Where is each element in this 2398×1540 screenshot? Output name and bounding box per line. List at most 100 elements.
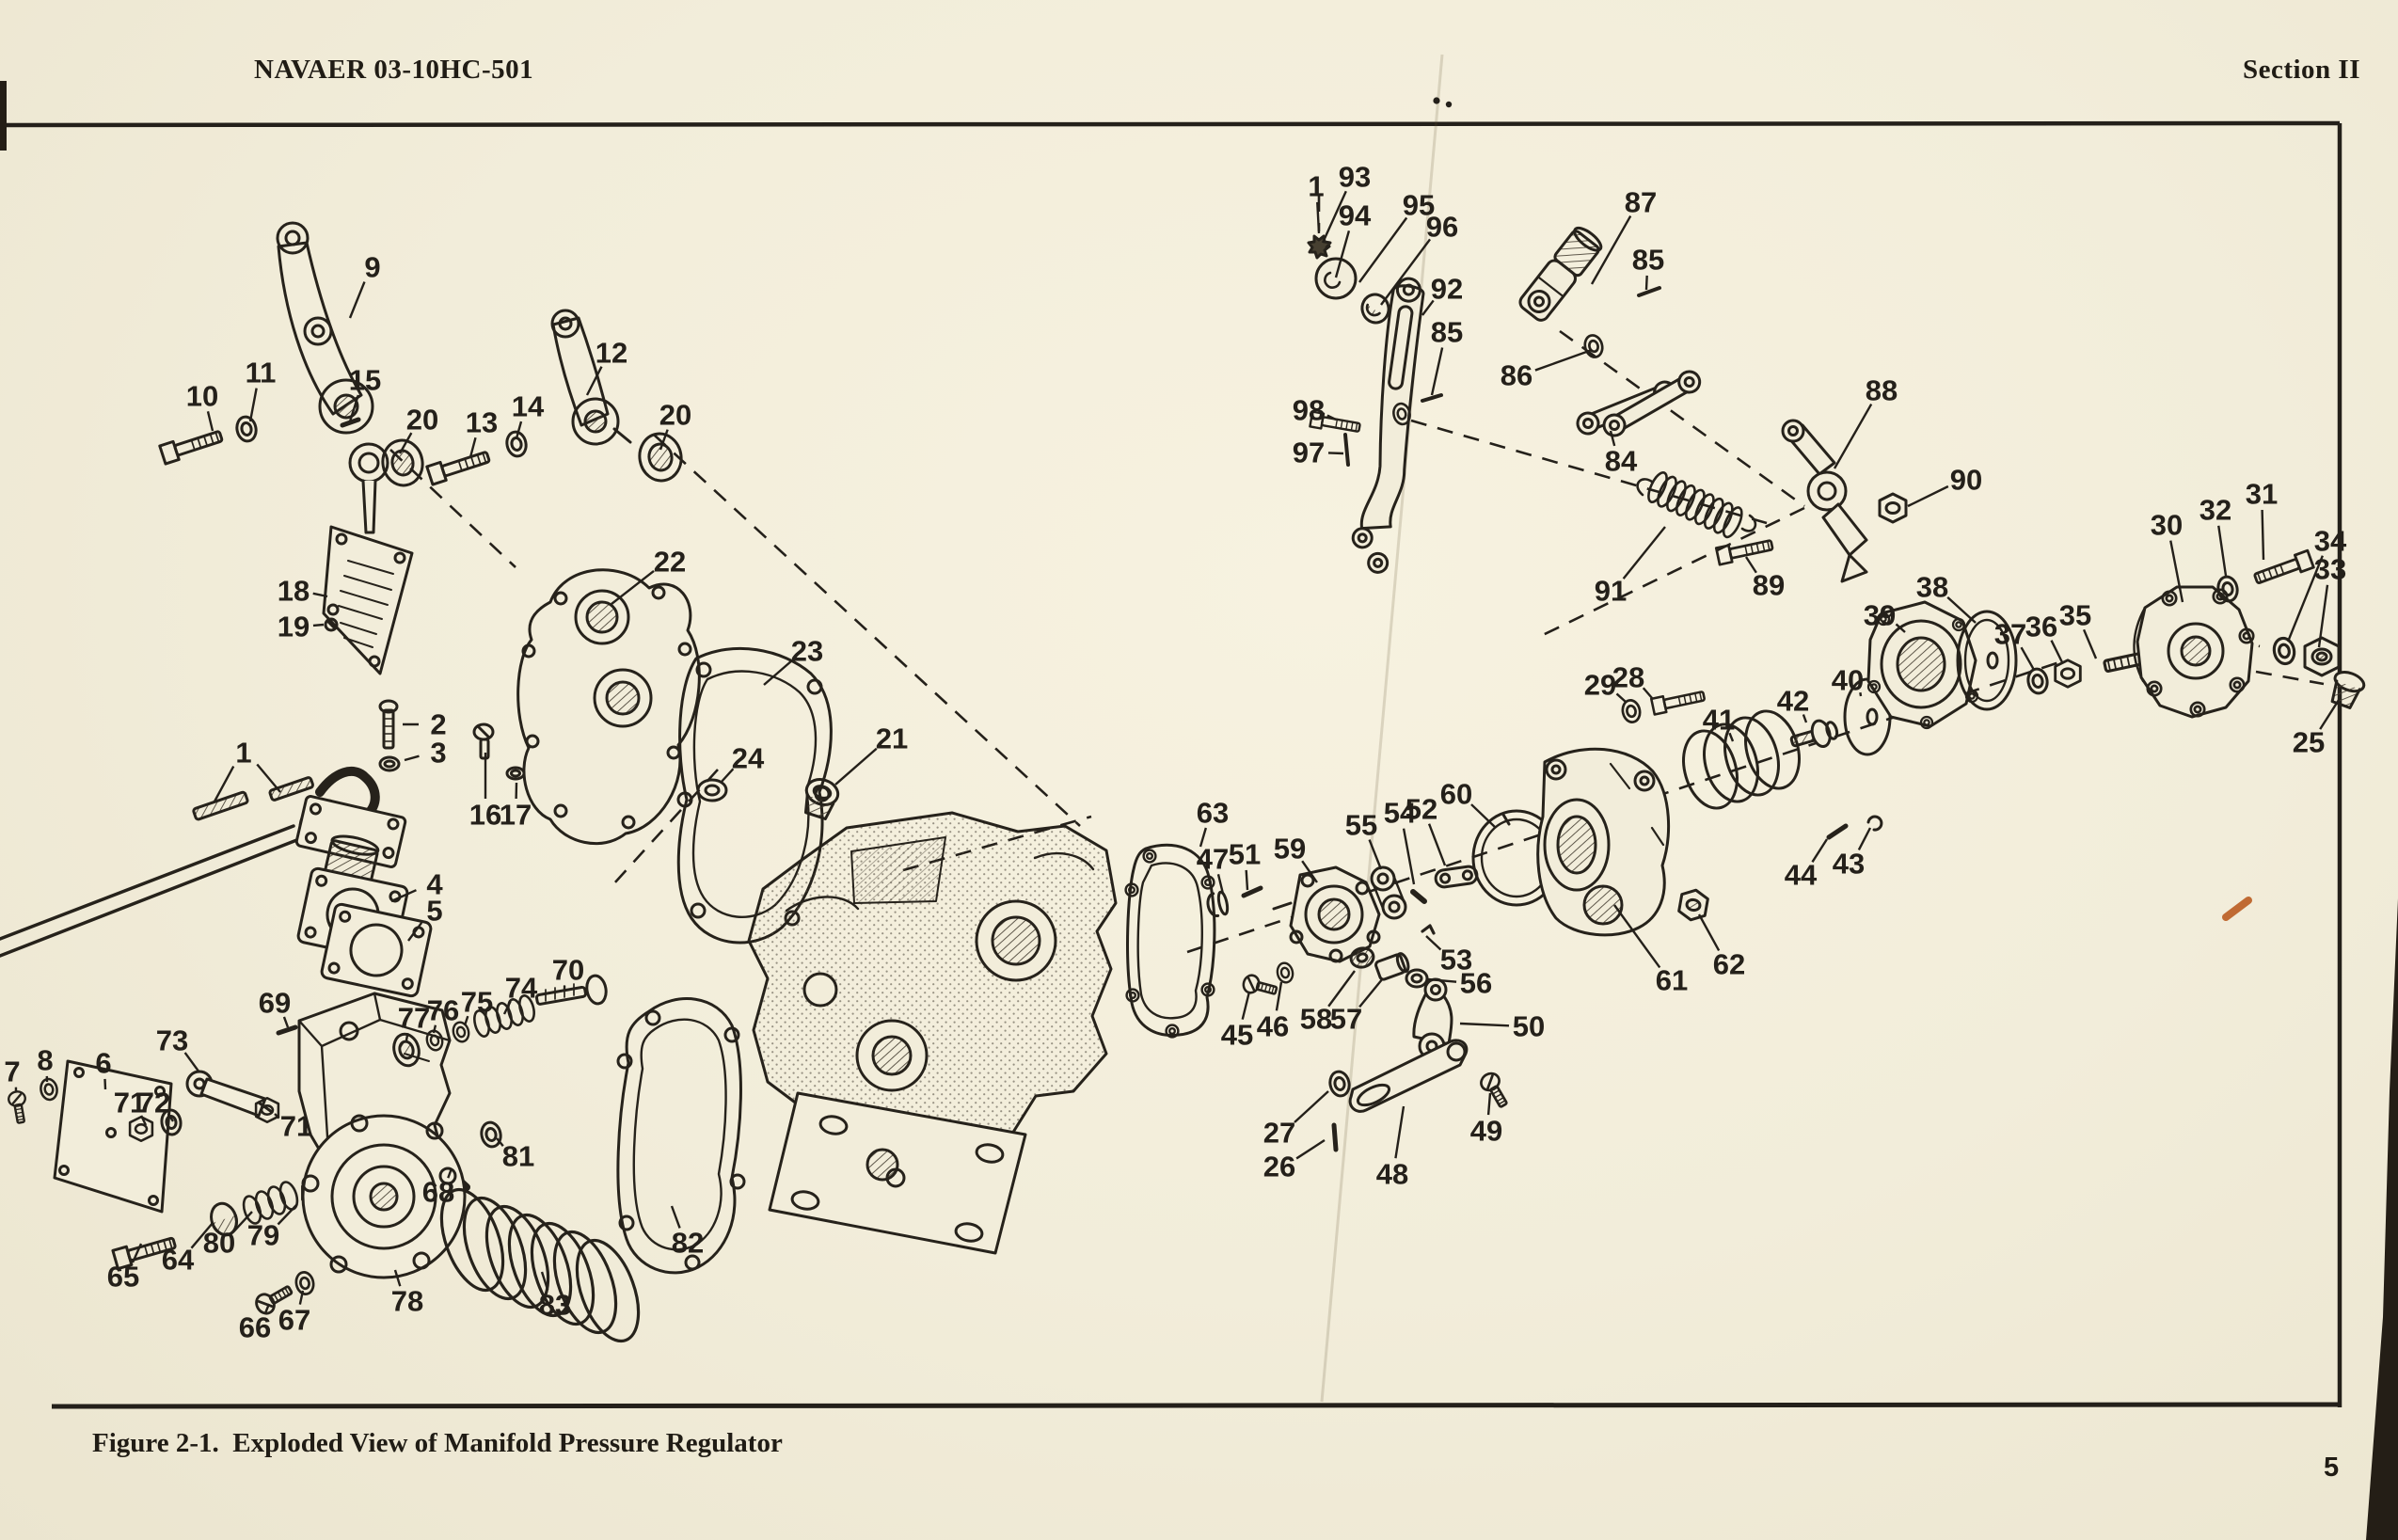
washer-29 <box>1619 697 1644 725</box>
bolt-89 <box>1714 535 1775 566</box>
leader-line <box>1613 904 1661 969</box>
callout-13: 13 <box>466 406 498 439</box>
pin-51 <box>1241 885 1263 898</box>
leader-line <box>213 766 235 802</box>
cover-22 <box>516 568 701 846</box>
callout-57: 57 <box>1330 1003 1362 1036</box>
callout-15: 15 <box>349 364 381 397</box>
leader-line <box>611 570 655 605</box>
leader-line <box>298 1290 305 1305</box>
leader-line <box>1427 977 1457 983</box>
leader-line <box>140 1115 148 1126</box>
pin-15 <box>340 417 361 428</box>
leader-line <box>1946 595 1977 624</box>
leader-line <box>1321 190 1347 244</box>
leader-line <box>834 747 878 786</box>
callout-84: 84 <box>1605 445 1638 478</box>
ink-speck-dots <box>1433 97 1453 108</box>
callout-77: 77 <box>398 1002 430 1035</box>
leader-line <box>1334 230 1351 278</box>
plug-25 <box>2330 671 2366 709</box>
callout-25: 25 <box>2293 726 2325 759</box>
callout-1: 1 <box>235 737 251 770</box>
leader-line <box>1380 238 1432 306</box>
leader-line <box>183 1052 200 1073</box>
leader-line <box>1402 828 1416 885</box>
spring-83 <box>439 1187 641 1343</box>
leader-line <box>1294 1090 1329 1123</box>
callout-79: 79 <box>247 1219 279 1252</box>
callout-80: 80 <box>203 1227 235 1260</box>
leader-line <box>1534 348 1593 372</box>
callout-50: 50 <box>1513 1010 1545 1043</box>
screw-45 <box>1240 972 1279 1001</box>
callout-1: 1 <box>1308 170 1324 203</box>
callout-51: 51 <box>1229 838 1261 871</box>
callout-36: 36 <box>2025 611 2057 643</box>
washer-81 <box>478 1119 504 1151</box>
leader-line <box>1833 403 1873 469</box>
leader-line <box>1275 981 1283 1011</box>
leader-line <box>720 768 735 784</box>
page-number: 5 <box>2324 1453 2340 1483</box>
pressure-housing-30 <box>2133 585 2255 719</box>
leader-line <box>1216 874 1225 895</box>
callout-24: 24 <box>732 742 765 775</box>
leader-line <box>1590 214 1632 285</box>
pin-85a <box>1421 393 1443 403</box>
callout-60: 60 <box>1440 778 1472 811</box>
leader-line <box>2169 540 2184 603</box>
leader-line <box>393 1269 402 1287</box>
callout-70: 70 <box>552 954 584 987</box>
leader-line <box>312 592 328 598</box>
grommet-24 <box>696 778 728 802</box>
spring-91 <box>1636 471 1757 539</box>
instruction-plate-18 <box>322 525 414 675</box>
leader-line <box>407 922 423 942</box>
callout-63: 63 <box>1197 797 1229 830</box>
nut-90 <box>1878 492 1908 524</box>
washer-11 <box>233 413 260 445</box>
callout-23: 23 <box>791 635 823 668</box>
star-washer-93 <box>1307 234 1332 260</box>
regulator-casting-body <box>747 811 1118 1255</box>
callout-75: 75 <box>461 986 493 1019</box>
callout-27: 27 <box>1263 1117 1295 1150</box>
plug-62 <box>1677 888 1709 922</box>
callout-29: 29 <box>1584 669 1616 702</box>
callout-78: 78 <box>391 1285 423 1318</box>
header-right: Section II <box>2242 55 2360 85</box>
header-left: NAVAER 03-10HC-501 <box>254 55 534 85</box>
bushing-77 <box>392 1032 421 1068</box>
callout-44: 44 <box>1785 859 1818 892</box>
link-rod-48 <box>1348 1039 1469 1113</box>
leader-line <box>1744 556 1757 574</box>
callout-45: 45 <box>1221 1019 1253 1052</box>
leader-line <box>463 1015 469 1026</box>
leader-line <box>502 1000 512 1015</box>
callout-34: 34 <box>2314 525 2347 558</box>
callout-12: 12 <box>596 337 627 370</box>
callout-88: 88 <box>1866 374 1898 407</box>
callout-96: 96 <box>1426 211 1458 244</box>
callout-22: 22 <box>654 546 686 579</box>
callout-97: 97 <box>1293 437 1325 469</box>
link-52 <box>1434 865 1479 889</box>
leader-line <box>206 411 214 432</box>
page-fold-crease <box>1320 54 1444 1403</box>
washer-67 <box>293 1269 317 1297</box>
figure-caption: Figure 2-1. Exploded View of Manifold Pr… <box>92 1428 783 1458</box>
callout-71: 71 <box>114 1087 146 1119</box>
retainer-plate-59 <box>1272 865 1381 963</box>
leader-line <box>1316 201 1321 234</box>
callout-83: 83 <box>539 1289 571 1322</box>
callout-38: 38 <box>1916 571 1948 604</box>
leader-line <box>1425 935 1442 951</box>
leader-line <box>1394 1105 1405 1159</box>
part-control-lever-9 <box>276 221 374 435</box>
leader-line <box>1859 691 1863 697</box>
callout-65: 65 <box>107 1261 139 1294</box>
callout-14: 14 <box>512 390 545 423</box>
clip-53 <box>1421 924 1436 935</box>
follower-lever-92 <box>1351 277 1425 574</box>
